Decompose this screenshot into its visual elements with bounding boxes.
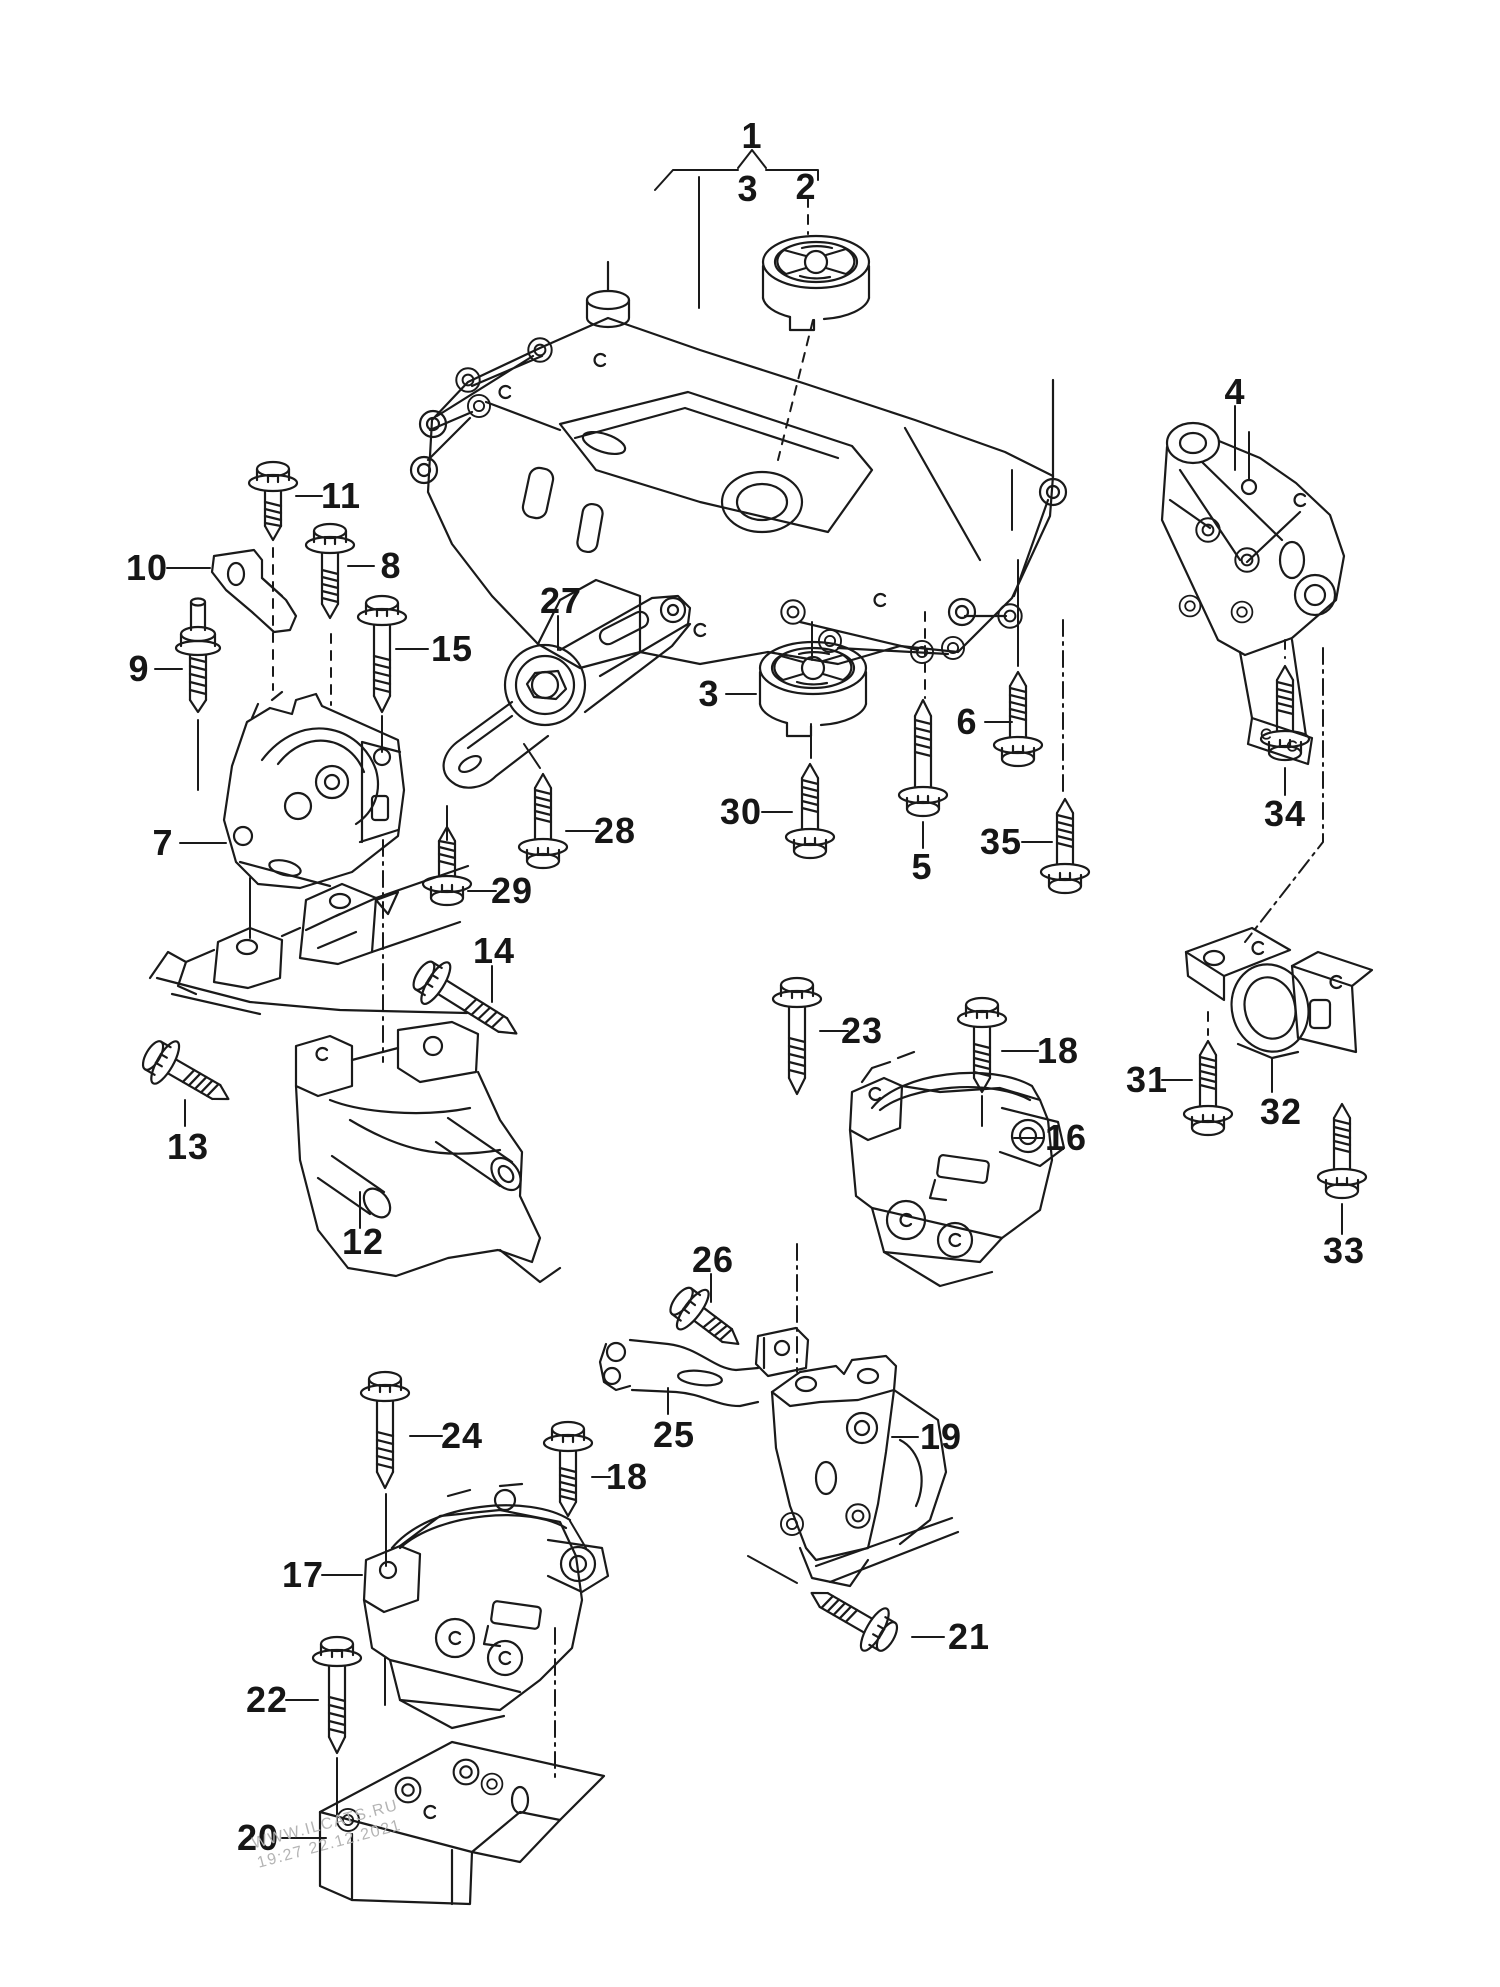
callout-1: 1	[741, 115, 763, 156]
connecting-link-25	[598, 1326, 810, 1408]
engine-mount-7	[222, 690, 406, 890]
callout-15: 15	[430, 628, 474, 669]
callout-13: 13	[166, 1126, 210, 1167]
callout-20: 20	[236, 1817, 280, 1858]
callout-17: 17	[281, 1554, 325, 1595]
callout-2: 2	[795, 166, 817, 207]
callout-29: 29	[490, 870, 534, 911]
callout-22: 22	[245, 1679, 289, 1720]
callout-25: 25	[652, 1414, 696, 1455]
callout-23: 23	[840, 1010, 884, 1051]
callout-35: 35	[979, 821, 1023, 862]
leader-lines	[154, 149, 1343, 1839]
stud-bolt-9	[174, 597, 222, 714]
support-bracket-32	[1184, 926, 1374, 1060]
gearbox-support-20	[318, 1740, 606, 1906]
callout-11: 11	[320, 475, 362, 516]
callout-6: 6	[956, 701, 978, 742]
callout-9: 9	[128, 648, 150, 689]
callout-4: 4	[1224, 371, 1246, 412]
callout-32: 32	[1259, 1091, 1303, 1132]
callout-34: 34	[1263, 793, 1307, 834]
callout-27: 27	[539, 580, 583, 621]
subframe-part	[409, 260, 1068, 670]
callout-5: 5	[911, 846, 933, 887]
callout-30: 30	[719, 791, 763, 832]
gearbox-mount-16	[848, 1050, 1066, 1288]
callout-33: 33	[1322, 1230, 1366, 1271]
support-bracket-4	[1160, 421, 1346, 766]
body-rail	[148, 864, 470, 1016]
callout-18: 18	[1036, 1030, 1080, 1071]
callout-14: 14	[472, 930, 516, 971]
callout-8: 8	[380, 545, 402, 586]
callout-21: 21	[947, 1616, 991, 1657]
gearbox-bracket-19	[770, 1354, 960, 1588]
callout-7: 7	[152, 822, 174, 863]
engine-mount-17	[362, 1482, 610, 1730]
callout-10: 10	[125, 547, 169, 588]
callout-3: 3	[698, 673, 720, 714]
callout-12: 12	[341, 1221, 385, 1262]
callout-16: 16	[1044, 1117, 1088, 1158]
callout-26: 26	[691, 1239, 735, 1280]
callout-28: 28	[593, 810, 637, 851]
callout-3: 3	[737, 168, 759, 209]
callout-19: 19	[919, 1416, 963, 1457]
callout-31: 31	[1125, 1059, 1169, 1100]
engine-bracket-12	[294, 1020, 562, 1284]
retainer-10	[210, 548, 298, 634]
callout-24: 24	[440, 1415, 484, 1456]
rubber-mount-2	[761, 234, 871, 332]
pendulum-support-27	[442, 594, 692, 789]
callout-18: 18	[605, 1456, 649, 1497]
